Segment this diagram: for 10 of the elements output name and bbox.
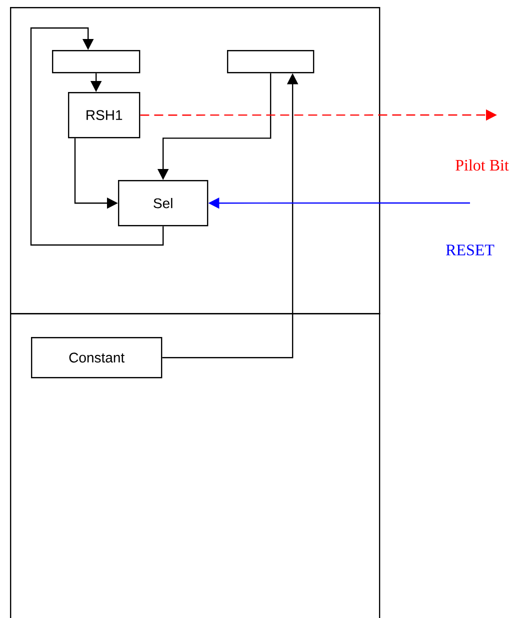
arrow: [30, 27, 164, 246]
block-box: RSH1: [68, 92, 140, 138]
panel-box: [10, 7, 380, 314]
signal-label: RESET: [446, 244, 494, 256]
signal-label: Pilot Bit: [456, 159, 509, 171]
block-box: Constant: [31, 337, 162, 378]
empty-box: [52, 50, 140, 74]
empty-box: [227, 50, 314, 74]
block-box: Sel: [118, 180, 208, 226]
panel-box: [10, 313, 380, 618]
